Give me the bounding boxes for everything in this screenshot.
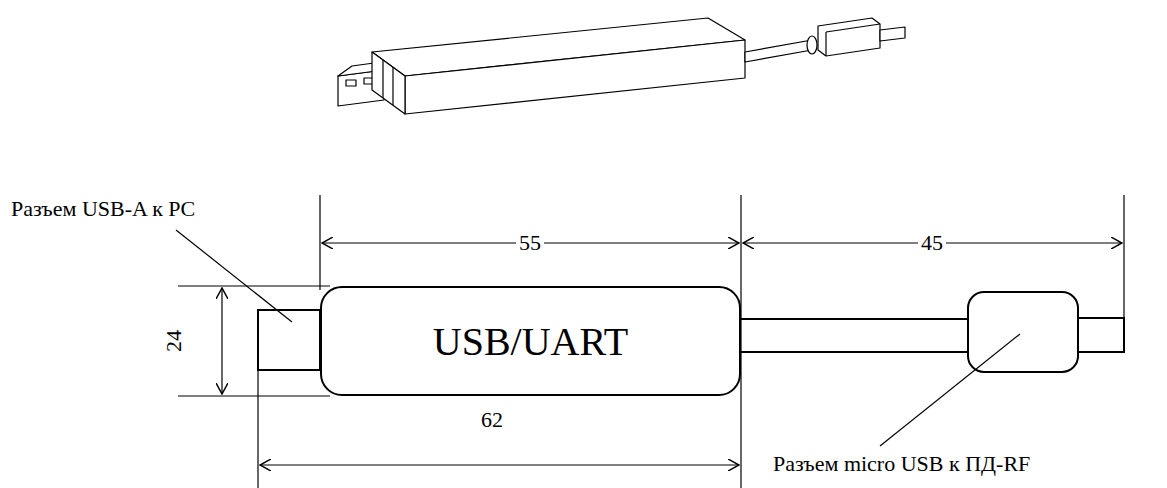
dimension-line	[221, 288, 222, 394]
cable	[745, 40, 812, 62]
micro-usb-tip	[1078, 318, 1124, 352]
extension-line	[178, 395, 330, 396]
dimension-value: 62	[478, 408, 506, 432]
extension-line	[1123, 195, 1124, 318]
dimensions	[176, 195, 1124, 488]
device-body: USB/UART	[320, 286, 741, 396]
leader-line	[880, 334, 1020, 446]
extension-line	[319, 195, 320, 290]
device-name: USB/UART	[433, 318, 628, 365]
dimension-line	[260, 464, 739, 465]
body-groove	[382, 60, 383, 98]
dimension-value: 24	[162, 327, 186, 355]
micro-tip	[880, 27, 905, 41]
extension-line	[178, 285, 330, 286]
extension-line	[257, 370, 258, 488]
callout-label: Разъем micro USB к ПД-RF	[770, 452, 1033, 476]
leader-line	[176, 230, 292, 322]
callout-label: Разъем USB-A к PC	[8, 197, 198, 221]
usb-plug-hole	[346, 80, 356, 86]
dimension-value: 55	[516, 231, 544, 255]
isometric-view	[338, 18, 905, 114]
micro-head-edge	[826, 24, 880, 32]
cable-sleeve	[807, 36, 817, 54]
cable-line	[740, 318, 970, 320]
body-front	[405, 40, 745, 114]
cable-line	[740, 351, 970, 353]
micro-head	[818, 18, 880, 56]
micro-usb-head	[968, 292, 1078, 372]
dimension-value: 45	[918, 231, 946, 255]
body-groove	[392, 67, 393, 105]
micro-head-edge	[825, 32, 826, 56]
body-end	[372, 52, 405, 114]
